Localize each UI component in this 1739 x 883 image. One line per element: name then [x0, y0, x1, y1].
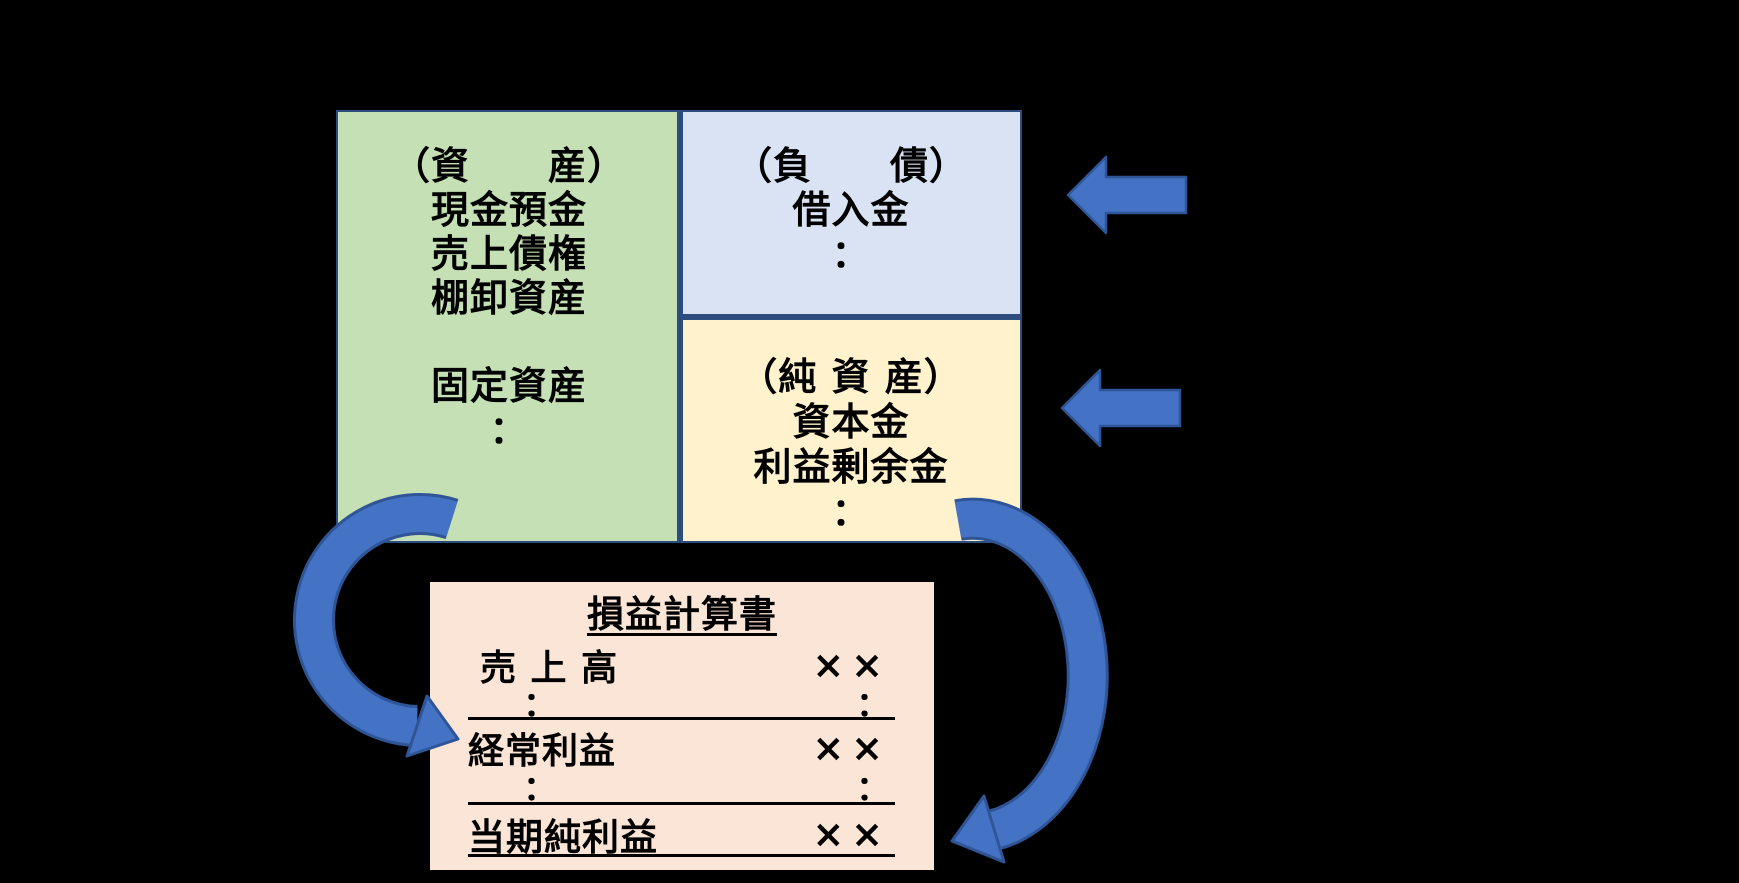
assets-item: 固定資産 [430, 364, 587, 408]
pl-row-value: ×× [812, 726, 890, 770]
assets-box: （資 産） 現金預金 売上債権 棚卸資産 固定資産 ： [336, 110, 682, 543]
pl-row-value: ： [856, 685, 890, 725]
arrow-left-into-liabilities-icon [1066, 155, 1188, 235]
liabilities-title: （負 債） [733, 144, 968, 188]
pl-row-value: ： [856, 769, 890, 809]
net-assets-item-ellipsis: ： [831, 490, 871, 534]
pl-row-net-income: 当期純利益 ×× [468, 811, 895, 859]
net-assets-item: 利益剰余金 [753, 445, 949, 489]
liabilities-item: 借入金 [792, 188, 910, 232]
income-statement-box: 損益計算書 売 上 高 ×× ： ： 経常利益 ×× ： ： 当期純利益 ×× [430, 582, 934, 870]
assets-title: （資 産） [391, 144, 626, 188]
pl-row-ellipsis: ： ： [468, 685, 895, 725]
assets-item: 棚卸資産 [430, 276, 587, 320]
net-assets-item: 資本金 [792, 400, 910, 444]
assets-item: 現金預金 [430, 188, 587, 232]
income-statement-title: 損益計算書 [587, 593, 777, 636]
liabilities-item-ellipsis: ： [831, 232, 871, 276]
net-assets-title: （純 資 産） [739, 355, 963, 399]
pl-row-value: ×× [812, 811, 890, 856]
pl-row-label: 経常利益 [468, 731, 617, 772]
pl-row-label: 当期純利益 [468, 815, 658, 859]
pl-row-label: ： [523, 769, 558, 809]
liabilities-box: （負 債） 借入金 ： [680, 110, 1022, 317]
assets-item: 売上債権 [430, 232, 587, 276]
pl-row-value: ×× [812, 643, 890, 687]
assets-item-ellipsis: ： [489, 408, 529, 452]
pl-row-label: ： [523, 685, 558, 725]
income-statement-body: 売 上 高 ×× ： ： 経常利益 ×× ： ： 当期純利益 ×× [468, 643, 895, 859]
arrow-left-into-net-assets-icon [1060, 368, 1182, 448]
pl-row-ellipsis: ： ： [468, 769, 895, 809]
curved-arrow-assets-to-income-statement-icon [293, 493, 460, 758]
balance-sheet-vertical-divider [677, 110, 683, 543]
pl-row-ordinary-income: 経常利益 ×× [468, 726, 895, 772]
pl-row-label: 売 上 高 [480, 648, 619, 689]
curved-arrow-net-assets-to-income-statement-icon [950, 497, 1109, 864]
balance-sheet-horizontal-divider [682, 314, 1020, 320]
pl-row-sales: 売 上 高 ×× [468, 643, 895, 689]
